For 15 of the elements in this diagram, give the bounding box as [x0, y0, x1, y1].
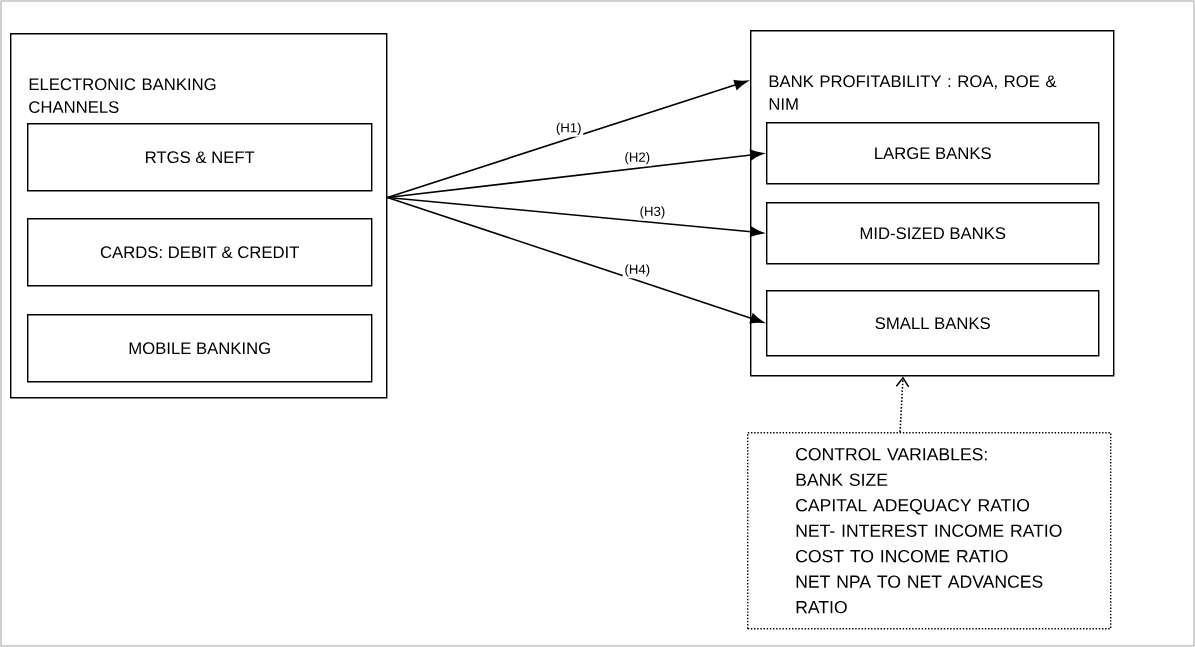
edge-label: (H1) [554, 120, 584, 137]
variable-box: RTGS & NEFT [27, 123, 373, 192]
variable-box: SMALL BANKS [766, 290, 1100, 357]
arrow [895, 376, 910, 433]
edge-label: (H3) [637, 204, 667, 221]
variable-box: LARGE BANKS [766, 122, 1100, 185]
arrow [386, 79, 748, 199]
edge-label: (H4) [622, 262, 652, 279]
variable-box: MOBILE BANKING [27, 314, 373, 383]
arrow [386, 196, 764, 324]
control-variables-box: CONTROL VARIABLES: BANK SIZE CAPITAL ADEQUACY RATIO NET- INTEREST INCOME RATIO COST TO INCOME RATIO NET NPA TO NET ADVANCES RATIO [747, 432, 1112, 630]
edge-label: (H2) [622, 150, 652, 167]
variable-box: CARDS: DEBIT & CREDIT [27, 218, 373, 287]
arrow [386, 149, 764, 199]
variable-box: MID-SIZED BANKS [766, 202, 1100, 265]
